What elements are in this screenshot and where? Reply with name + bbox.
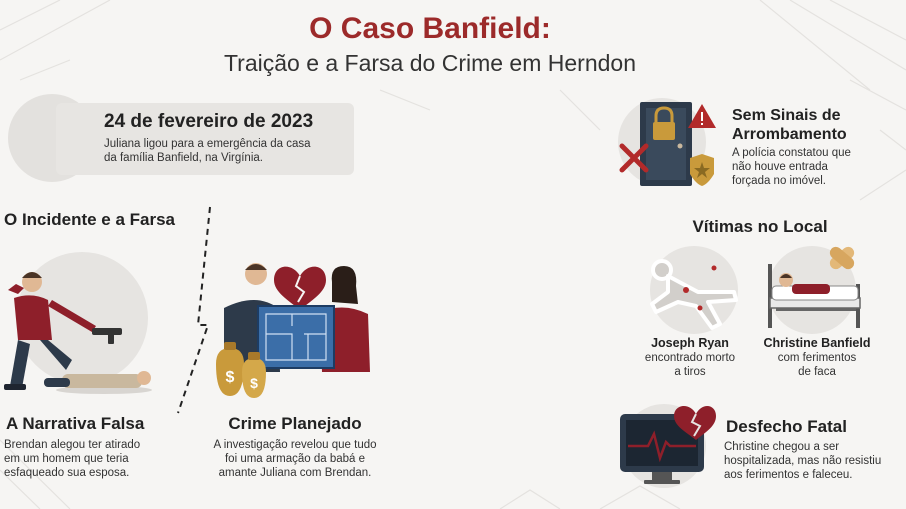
victim-christine-desc: com ferimentos de faca (777, 352, 857, 378)
false-narrative-text: Brendan alegou ter atirado em um homem q… (4, 439, 141, 479)
victim-joseph-desc: encontrado morto a tiros (644, 352, 736, 378)
incident-heading: O Incidente e a Farsa (4, 210, 176, 229)
victim-joseph-name: Joseph Ryan (651, 336, 729, 350)
lying-body-icon (44, 371, 152, 394)
outcome-title: Desfecho Fatal (726, 417, 847, 436)
planned-crime-text: A investigação revelou que tudo foi uma … (213, 439, 377, 479)
page-subtitle: Traição e a Farsa do Crime em Herndon (223, 50, 637, 76)
date-card: 24 de fevereiro de 2023 Juliana ligou pa… (56, 103, 354, 175)
lock-icon (653, 106, 675, 140)
outcome-illustration (620, 404, 716, 488)
x-mark-icon (619, 143, 649, 173)
planned-crime-illustration: $ $ (216, 263, 370, 398)
hospital-bed-icon (768, 264, 861, 328)
victims-heading: Vítimas no Local (692, 217, 828, 236)
warning-icon (688, 104, 716, 128)
broken-heart-icon (674, 405, 716, 440)
page-title: O Caso Banfield: (309, 12, 551, 45)
victim-christine-name: Christine Banfield (763, 336, 871, 350)
date-description: Juliana ligou para a emergência da casa … (104, 138, 311, 164)
hospital-bed-illustration (768, 246, 861, 334)
broken-heart-icon (274, 266, 326, 310)
gun-icon (92, 328, 122, 344)
no-break-in-title: Sem Sinais de Arrombamento (732, 107, 847, 143)
no-break-in-text: A polícia constatou que não houve entrad… (732, 147, 851, 187)
svg-text:$: $ (250, 375, 258, 391)
kneeling-man-icon (4, 272, 96, 390)
dashed-divider (177, 206, 211, 414)
false-narrative-title: A Narrativa Falsa (6, 414, 145, 433)
body-outline-illustration (650, 246, 738, 334)
outcome-text: Christine chegou a ser hospitalizada, ma… (724, 441, 882, 481)
date-title: 24 de fevereiro de 2023 (104, 111, 314, 132)
floor-plan-icon (257, 305, 335, 369)
police-badge-icon (690, 154, 714, 186)
svg-text:$: $ (226, 369, 235, 386)
money-bag-icon: $ $ (216, 342, 266, 398)
door-icon (640, 102, 692, 186)
false-narrative-illustration (4, 252, 152, 394)
body-outline-icon (650, 259, 738, 330)
no-break-in-illustration (618, 98, 716, 186)
planned-crime-title: Crime Planejado (228, 414, 362, 433)
